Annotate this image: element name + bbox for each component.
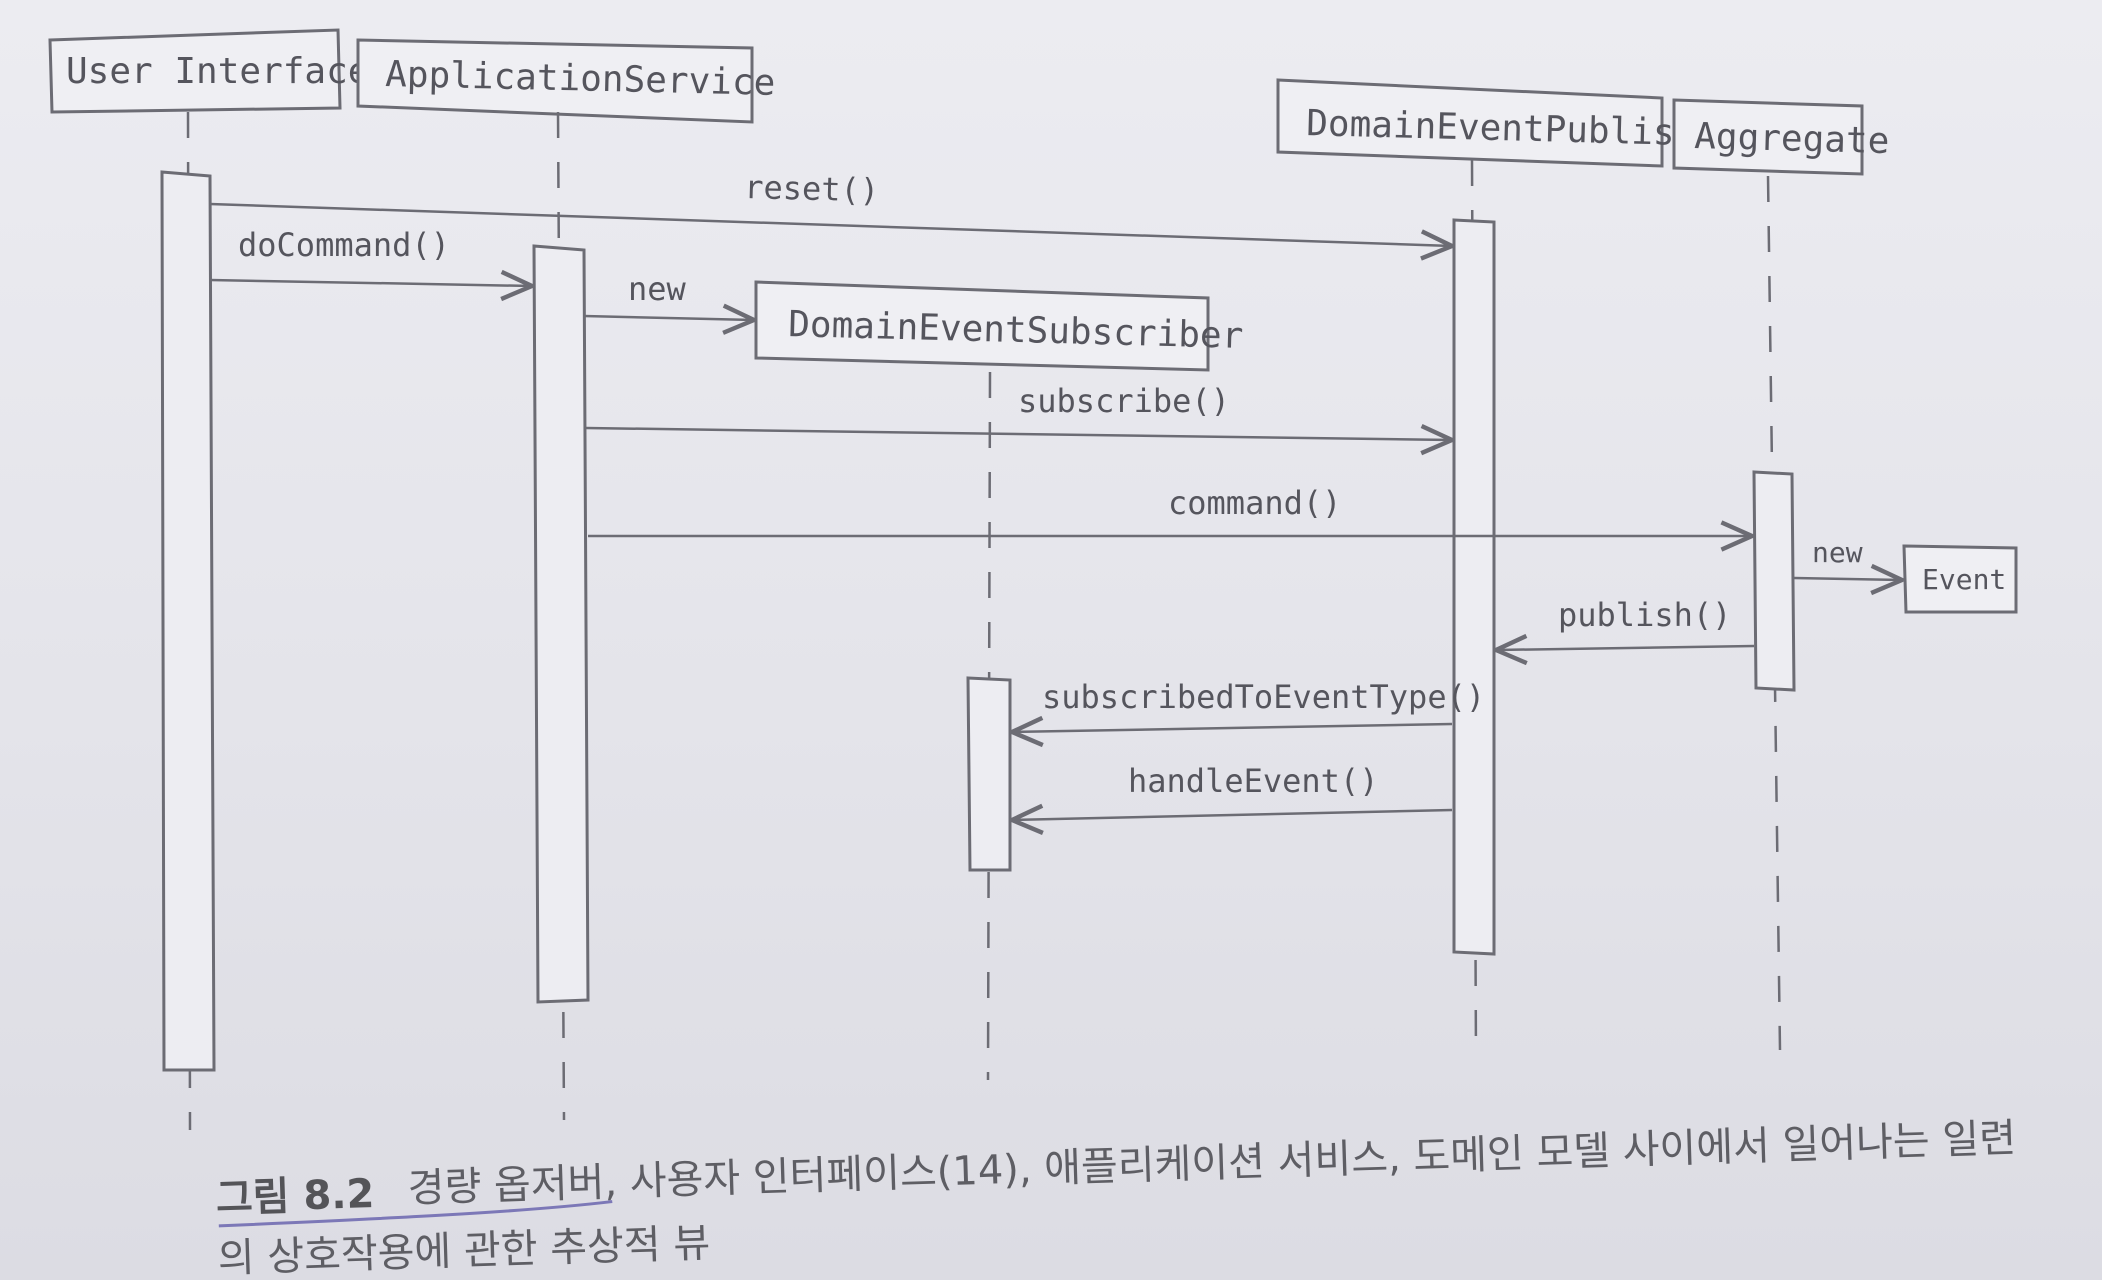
message-reset: reset() bbox=[209, 168, 1452, 246]
message-label-subscribe: subscribe() bbox=[1018, 382, 1230, 420]
caption-figure-number: 그림 8.2 bbox=[215, 1171, 375, 1222]
message-label-command: command() bbox=[1168, 484, 1341, 522]
participant-label-application-service: ApplicationService bbox=[385, 54, 776, 104]
caption-line-1: 경량 옵저버, 사용자 인터페이스(14), 애플리케이션 서비스, 도메인 모… bbox=[407, 1115, 2017, 1212]
message-label-do-command: doCommand() bbox=[238, 226, 450, 264]
message-label-reset: reset() bbox=[744, 168, 880, 210]
participant-aggregate: Aggregate bbox=[1672, 98, 1890, 176]
participant-label-aggregate: Aggregate bbox=[1694, 116, 1890, 162]
message-subscribed-to-event-type: subscribedToEventType() bbox=[1012, 678, 1485, 732]
message-do-command: doCommand() bbox=[209, 226, 532, 286]
activation-aggregate bbox=[1752, 470, 1796, 692]
message-new-event: new bbox=[1793, 536, 1902, 580]
participant-application-service: ApplicationService bbox=[356, 38, 776, 124]
message-publish: publish() bbox=[1496, 596, 1755, 650]
message-label-subscribed-to-event-type: subscribedToEventType() bbox=[1042, 678, 1485, 716]
participant-label-user-interface: User Interface bbox=[66, 51, 369, 92]
message-handle-event: handleEvent() bbox=[1012, 762, 1453, 820]
participant-label-event: Event bbox=[1922, 563, 2006, 596]
message-subscribe: subscribe() bbox=[585, 382, 1452, 440]
message-label-new-subscriber: new bbox=[628, 270, 687, 308]
message-label-handle-event: handleEvent() bbox=[1128, 762, 1378, 800]
activation-domain-event-subscriber bbox=[966, 676, 1012, 872]
participant-event: Event bbox=[1902, 544, 2018, 614]
activation-domain-event-publisher bbox=[1452, 218, 1496, 956]
participant-domain-event-subscriber: DomainEventSubscriber bbox=[754, 280, 1244, 372]
message-label-publish: publish() bbox=[1558, 596, 1731, 634]
activation-user-interface bbox=[160, 170, 216, 1072]
participant-user-interface: User Interface bbox=[48, 28, 369, 114]
figure-caption: 그림 8.2 경량 옵저버, 사용자 인터페이스(14), 애플리케이션 서비스… bbox=[215, 1115, 2017, 1280]
message-command: command() bbox=[588, 484, 1752, 536]
activation-application-service bbox=[532, 244, 590, 1004]
participant-domain-event-publisher: DomainEventPublisher bbox=[1276, 78, 1740, 168]
caption-line-2: 의 상호작용에 관한 추상적 뷰 bbox=[217, 1221, 711, 1280]
caption-underline bbox=[218, 1200, 613, 1228]
message-new-subscriber: new bbox=[583, 270, 754, 320]
message-label-new-event: new bbox=[1812, 536, 1863, 569]
